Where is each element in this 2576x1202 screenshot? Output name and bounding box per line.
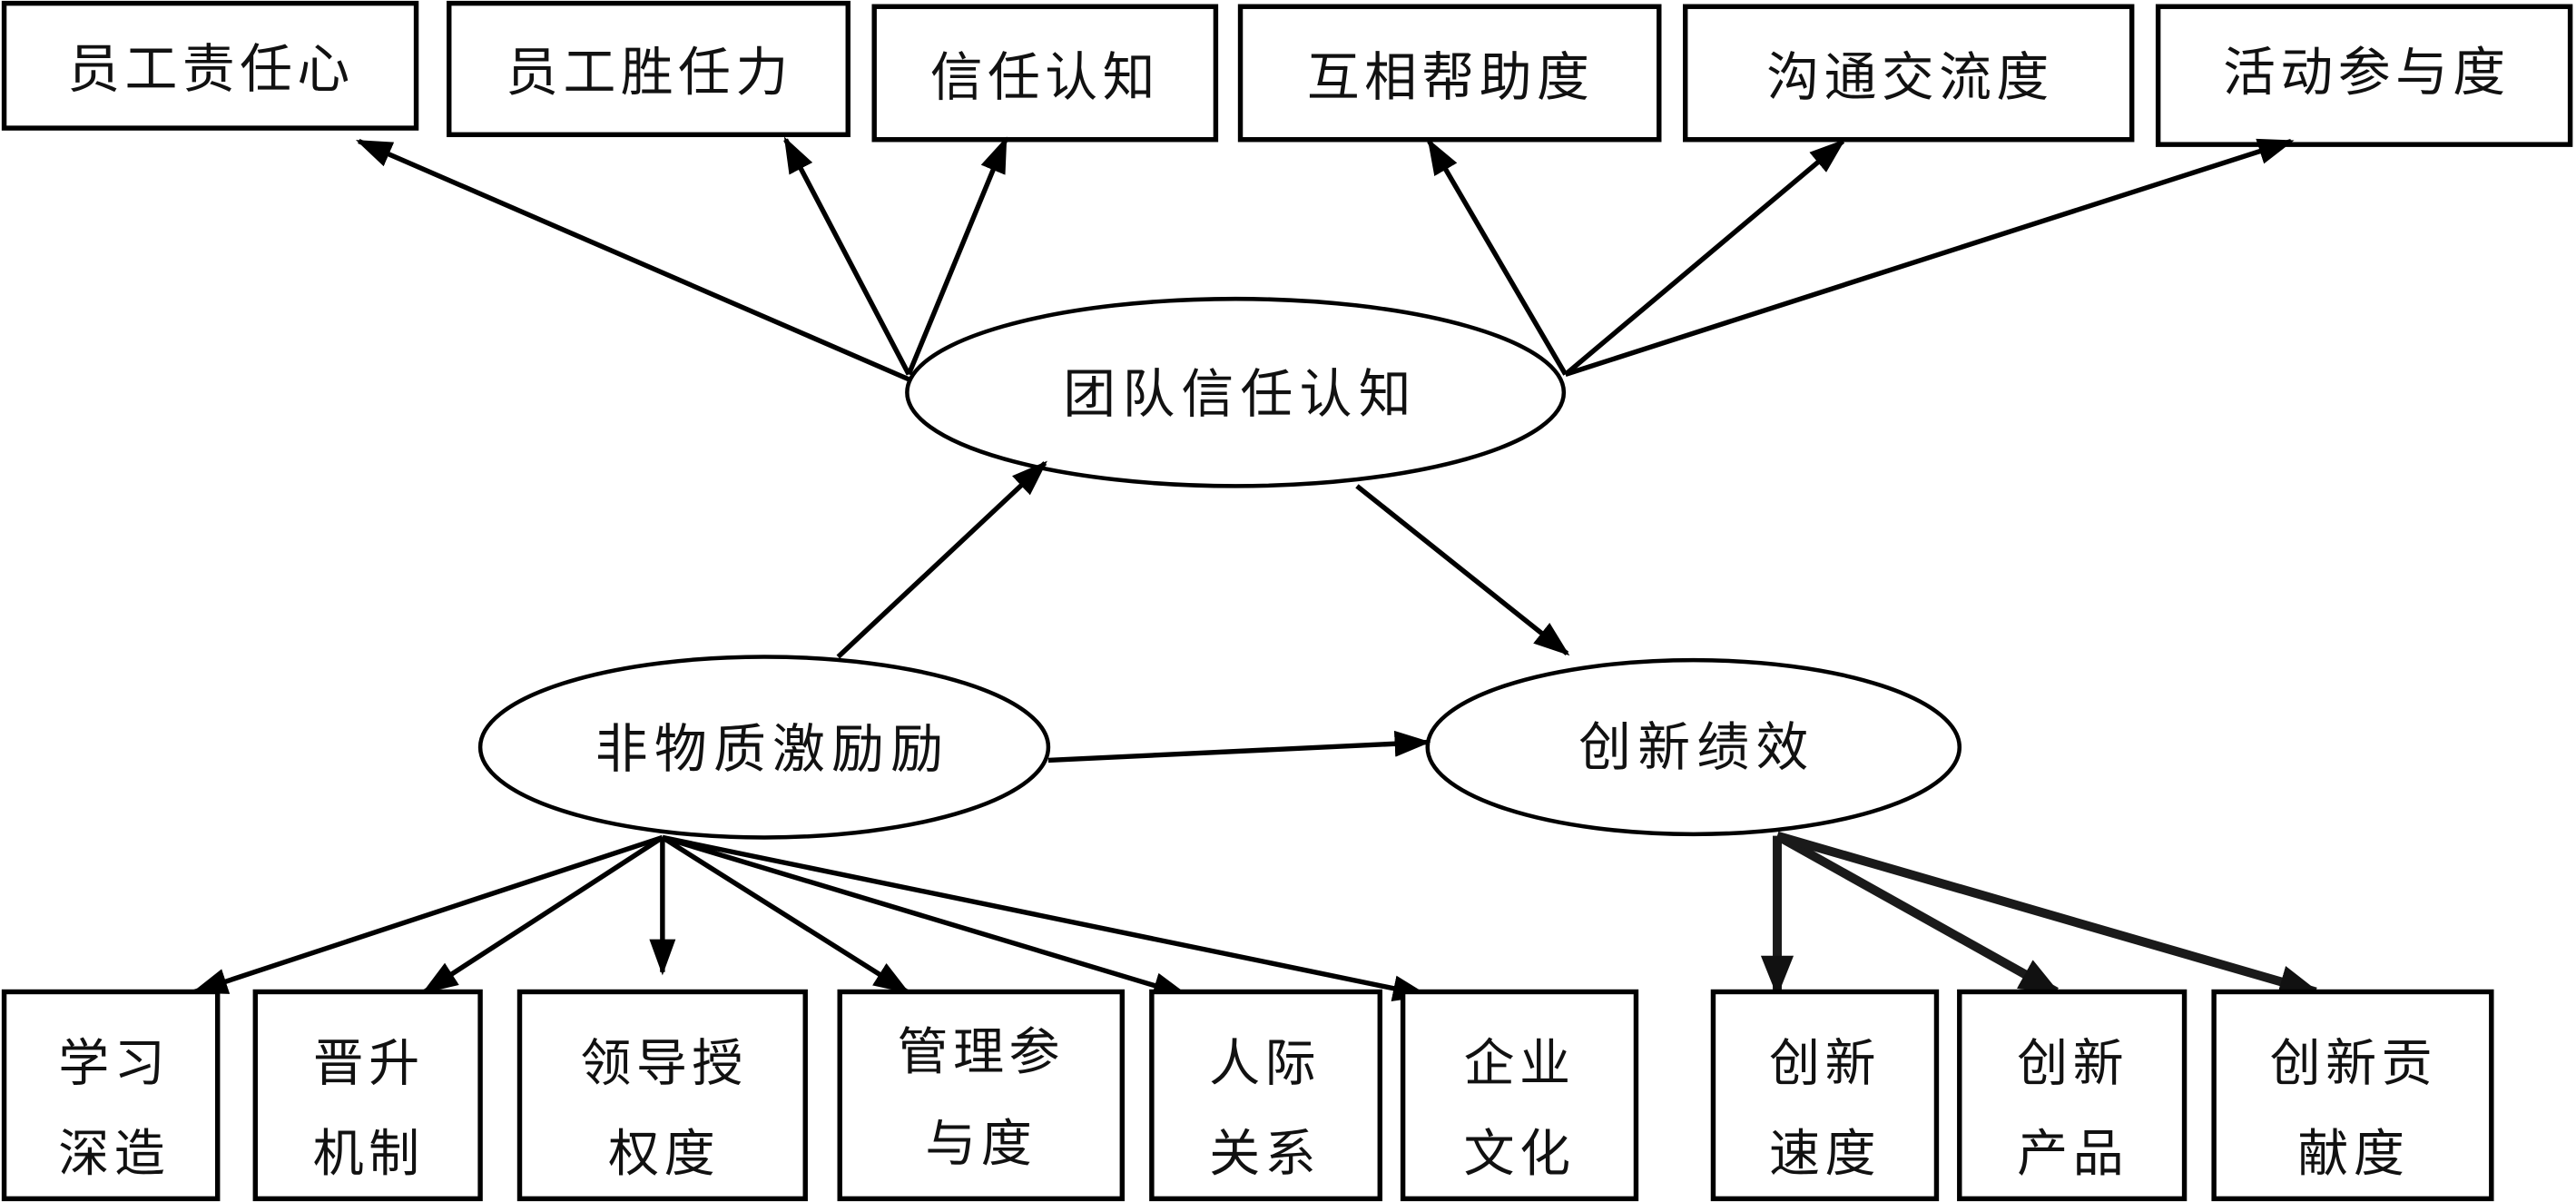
node-innovation-performance: 创新绩效: [1425, 657, 1962, 837]
top-indicator-box: [2155, 4, 2573, 147]
top-indicator-trust-cognition: 信任认知: [871, 4, 1219, 143]
top-indicator-box: [447, 0, 850, 138]
incentive-box-promotion: 晋升 机制: [252, 989, 483, 1202]
dimension-label-line-1: 领导授: [580, 1035, 747, 1094]
dimension-label-line-1: 学习: [58, 1035, 170, 1094]
incentive-box-management-participation: 管理参 与度: [837, 989, 1126, 1202]
dimension-box: [837, 989, 1126, 1202]
arrow-incentive-to-innovation-performance: [1047, 730, 1431, 764]
top-indicator-box: [1, 0, 419, 131]
top-indicator-employee-responsibility: 员工责任心: [1, 0, 419, 131]
node-non-material-incentive: 非物质激励励: [477, 655, 1051, 840]
dimension-label-line-1: 创新贡: [2270, 1035, 2437, 1094]
arrow-team-trust-to-communication: [1563, 139, 1846, 377]
top-indicator-box: [1237, 4, 1662, 143]
top-indicator-label: 员工责任心: [67, 38, 354, 100]
top-indicator-box: [871, 4, 1219, 143]
performance-box-product: 创新 产品: [1957, 989, 2188, 1202]
arrow-performance-to-contribution: [1775, 831, 2321, 998]
dimension-box: [2211, 989, 2494, 1202]
arrow-incentive-to-culture: [662, 834, 1430, 1001]
arrow-team-trust-to-employee-competence: [783, 136, 911, 376]
arrow-incentive-to-interpersonal: [662, 834, 1190, 999]
dimension-label-line-2: 文化: [1464, 1125, 1576, 1184]
node-label: 非物质激励励: [595, 718, 950, 780]
dimension-label-line-2: 献度: [2297, 1125, 2409, 1184]
arrow-team-trust-to-mutual-help: [1427, 138, 1568, 376]
top-indicator-communication: 沟通交流度: [1683, 4, 2135, 143]
dimension-label-line-2: 权度: [608, 1125, 720, 1184]
dimension-box: [1, 989, 221, 1202]
top-indicator-box: [1683, 4, 2135, 143]
dimension-label-line-2: 速度: [1769, 1125, 1881, 1184]
arrow-incentive-to-learning: [191, 834, 664, 995]
node-team-trust-cognition: 团队信任认知: [905, 296, 1567, 488]
incentive-box-empowerment: 领导授 权度: [516, 989, 808, 1202]
top-indicator-employee-competence: 员工胜任力: [447, 0, 850, 138]
dimension-label-line-2: 关系: [1209, 1125, 1321, 1184]
top-indicator-label: 员工胜任力: [506, 42, 792, 103]
top-indicator-label: 沟通交流度: [1766, 46, 2053, 108]
top-indicator-label: 活动参与度: [2223, 42, 2510, 103]
dimension-box: [1149, 989, 1383, 1202]
node-ellipse: [905, 296, 1567, 488]
dimension-label-line-1: 创新: [1769, 1035, 1881, 1094]
dimension-label-line-1: 管理参: [898, 1023, 1065, 1082]
top-indicator-label: 互相帮助度: [1307, 46, 1594, 108]
dimension-label-line-2: 产品: [2017, 1125, 2129, 1184]
incentive-box-learning: 学习 深造: [1, 989, 221, 1202]
dimension-label-line-1: 企业: [1464, 1035, 1576, 1094]
dimension-label-line-2: 与度: [925, 1115, 1037, 1174]
incentive-box-culture: 企业 文化: [1400, 989, 1639, 1202]
arrow-team-trust-to-innovation-performance: [1355, 484, 1570, 656]
arrow-performance-to-product: [1775, 832, 2061, 996]
dimension-label-line-1: 创新: [2017, 1035, 2129, 1094]
arrow-team-trust-to-trust-cognition: [906, 136, 1008, 376]
node-ellipse: [477, 655, 1051, 840]
dimension-box: [252, 989, 483, 1202]
arrow-team-trust-to-activity-participation: [1564, 138, 2295, 377]
dimension-label-line-2: 机制: [313, 1125, 425, 1184]
incentive-box-interpersonal: 人际 关系: [1149, 989, 1383, 1202]
arrow-incentive-to-team-trust: [836, 460, 1047, 659]
arrow-team-trust-to-employee-responsibility: [355, 139, 910, 382]
performance-box-contribution: 创新贡 献度: [2211, 989, 2494, 1202]
top-indicator-label: 信任认知: [930, 46, 1160, 108]
top-indicator-mutual-help: 互相帮助度: [1237, 4, 1662, 143]
arrow-incentive-to-promotion: [421, 835, 664, 994]
dimension-box: [1710, 989, 1940, 1202]
arrow-incentive-to-management-participation: [661, 835, 910, 994]
dimension-label-line-1: 晋升: [313, 1035, 425, 1094]
dimension-box: [1957, 989, 2188, 1202]
dimension-label-line-1: 人际: [1209, 1035, 1321, 1094]
dimension-box: [1400, 989, 1639, 1202]
dimension-box: [516, 989, 808, 1202]
top-indicator-activity-participation: 活动参与度: [2155, 4, 2573, 147]
performance-box-speed: 创新 速度: [1710, 989, 1940, 1202]
node-label: 团队信任认知: [1063, 363, 1418, 425]
dimension-label-line-2: 深造: [58, 1125, 170, 1184]
node-label: 创新绩效: [1578, 716, 1814, 778]
